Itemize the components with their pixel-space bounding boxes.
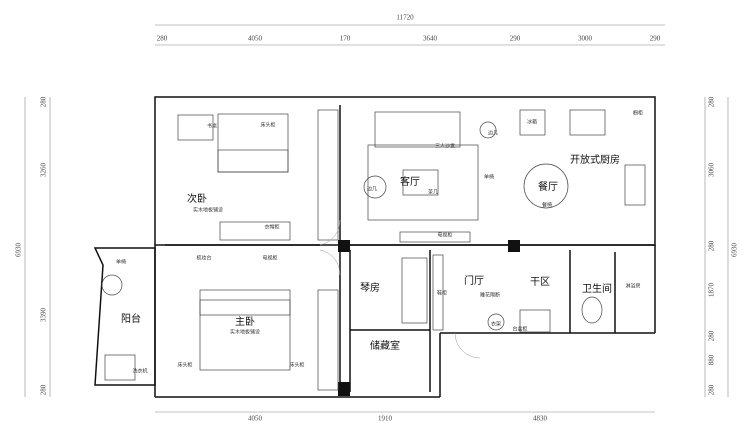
dim-left: 3390 (39, 308, 48, 322)
label-tv-cabinet: 电视柜 (262, 255, 278, 262)
label-coffee-table: 茶几 (427, 189, 439, 196)
dim-left: 280 (39, 384, 48, 396)
room-dining: 餐厅 (538, 182, 558, 193)
room-second-bedroom: 次卧 (187, 194, 207, 205)
dim-top: 4050 (248, 34, 262, 43)
dim-top: 3000 (578, 34, 592, 43)
dim-left: 3260 (39, 163, 48, 177)
dim-top: 280 (156, 34, 168, 43)
label-armchair: 单椅 (115, 259, 127, 266)
label-fridge: 冰箱 (526, 119, 538, 126)
dimension-lines (24, 24, 729, 413)
floor-note: 实木地板铺设 (192, 207, 224, 214)
room-bathroom: 卫生间 (582, 284, 612, 295)
columns (338, 240, 520, 396)
label-tv-cabinet: 电视柜 (437, 232, 453, 239)
dim-left-total: 6930 (14, 243, 23, 257)
room-master-bedroom: 主卧 (235, 317, 255, 328)
doors (319, 219, 481, 359)
label-nightstand: 床头柜 (260, 122, 276, 129)
dim-right: 280 (707, 96, 716, 108)
label-nightstand: 床头柜 (289, 362, 305, 369)
label-dining-chair: 餐椅 (541, 202, 553, 209)
floor-note: 实木地板铺设 (229, 329, 261, 336)
room-storage: 储藏室 (370, 341, 400, 352)
dim-right: 1870 (707, 283, 716, 297)
label-dresser: 梳妆台 (196, 255, 212, 262)
dim-top: 290 (649, 34, 661, 43)
label-partition: 雕花隔断 (479, 292, 501, 299)
dim-left: 280 (39, 96, 48, 108)
dim-right: 880 (707, 354, 716, 366)
label-wardrobe: 衣帽柜 (264, 224, 280, 231)
dim-right-total: 6930 (730, 243, 739, 257)
label-shoe-cabinet: 鞋柜 (436, 290, 448, 297)
label-sofa: 三人沙发 (434, 143, 456, 150)
dim-top: 290 (509, 34, 521, 43)
room-dry-area: 干区 (530, 277, 550, 288)
dim-right: 3060 (707, 163, 716, 177)
label-nightstand: 床头柜 (177, 362, 193, 369)
walls (93, 96, 656, 398)
dim-top: 170 (339, 34, 351, 43)
label-coat-rack: 衣架 (490, 321, 502, 328)
label-cabinet: 橱柜 (632, 110, 644, 117)
furniture-outlines (101, 109, 646, 391)
dim-bottom: 4830 (533, 414, 547, 423)
label-armchair: 单椅 (483, 174, 495, 181)
room-balcony: 阳台 (121, 314, 141, 325)
dim-bottom: 4050 (248, 414, 262, 423)
dim-top: 3640 (423, 34, 437, 43)
dim-bottom: 1910 (378, 414, 392, 423)
room-shower: 淋浴房 (625, 283, 641, 290)
label-washer: 洗衣机 (132, 368, 148, 375)
label-desk: 书桌 (206, 123, 218, 130)
label-vanity: 台盆柜 (512, 326, 528, 333)
label-side-table: 边几 (366, 186, 378, 193)
dim-top-total: 11720 (396, 13, 414, 22)
room-piano: 琴房 (360, 283, 380, 294)
room-foyer: 门厅 (464, 276, 484, 287)
dim-right: 280 (707, 240, 716, 252)
room-living: 客厅 (400, 177, 420, 188)
label-side-table: 边几 (487, 130, 499, 137)
room-kitchen: 开放式厨房 (570, 155, 620, 166)
dim-right: 280 (707, 330, 716, 342)
dim-right: 280 (707, 384, 716, 396)
